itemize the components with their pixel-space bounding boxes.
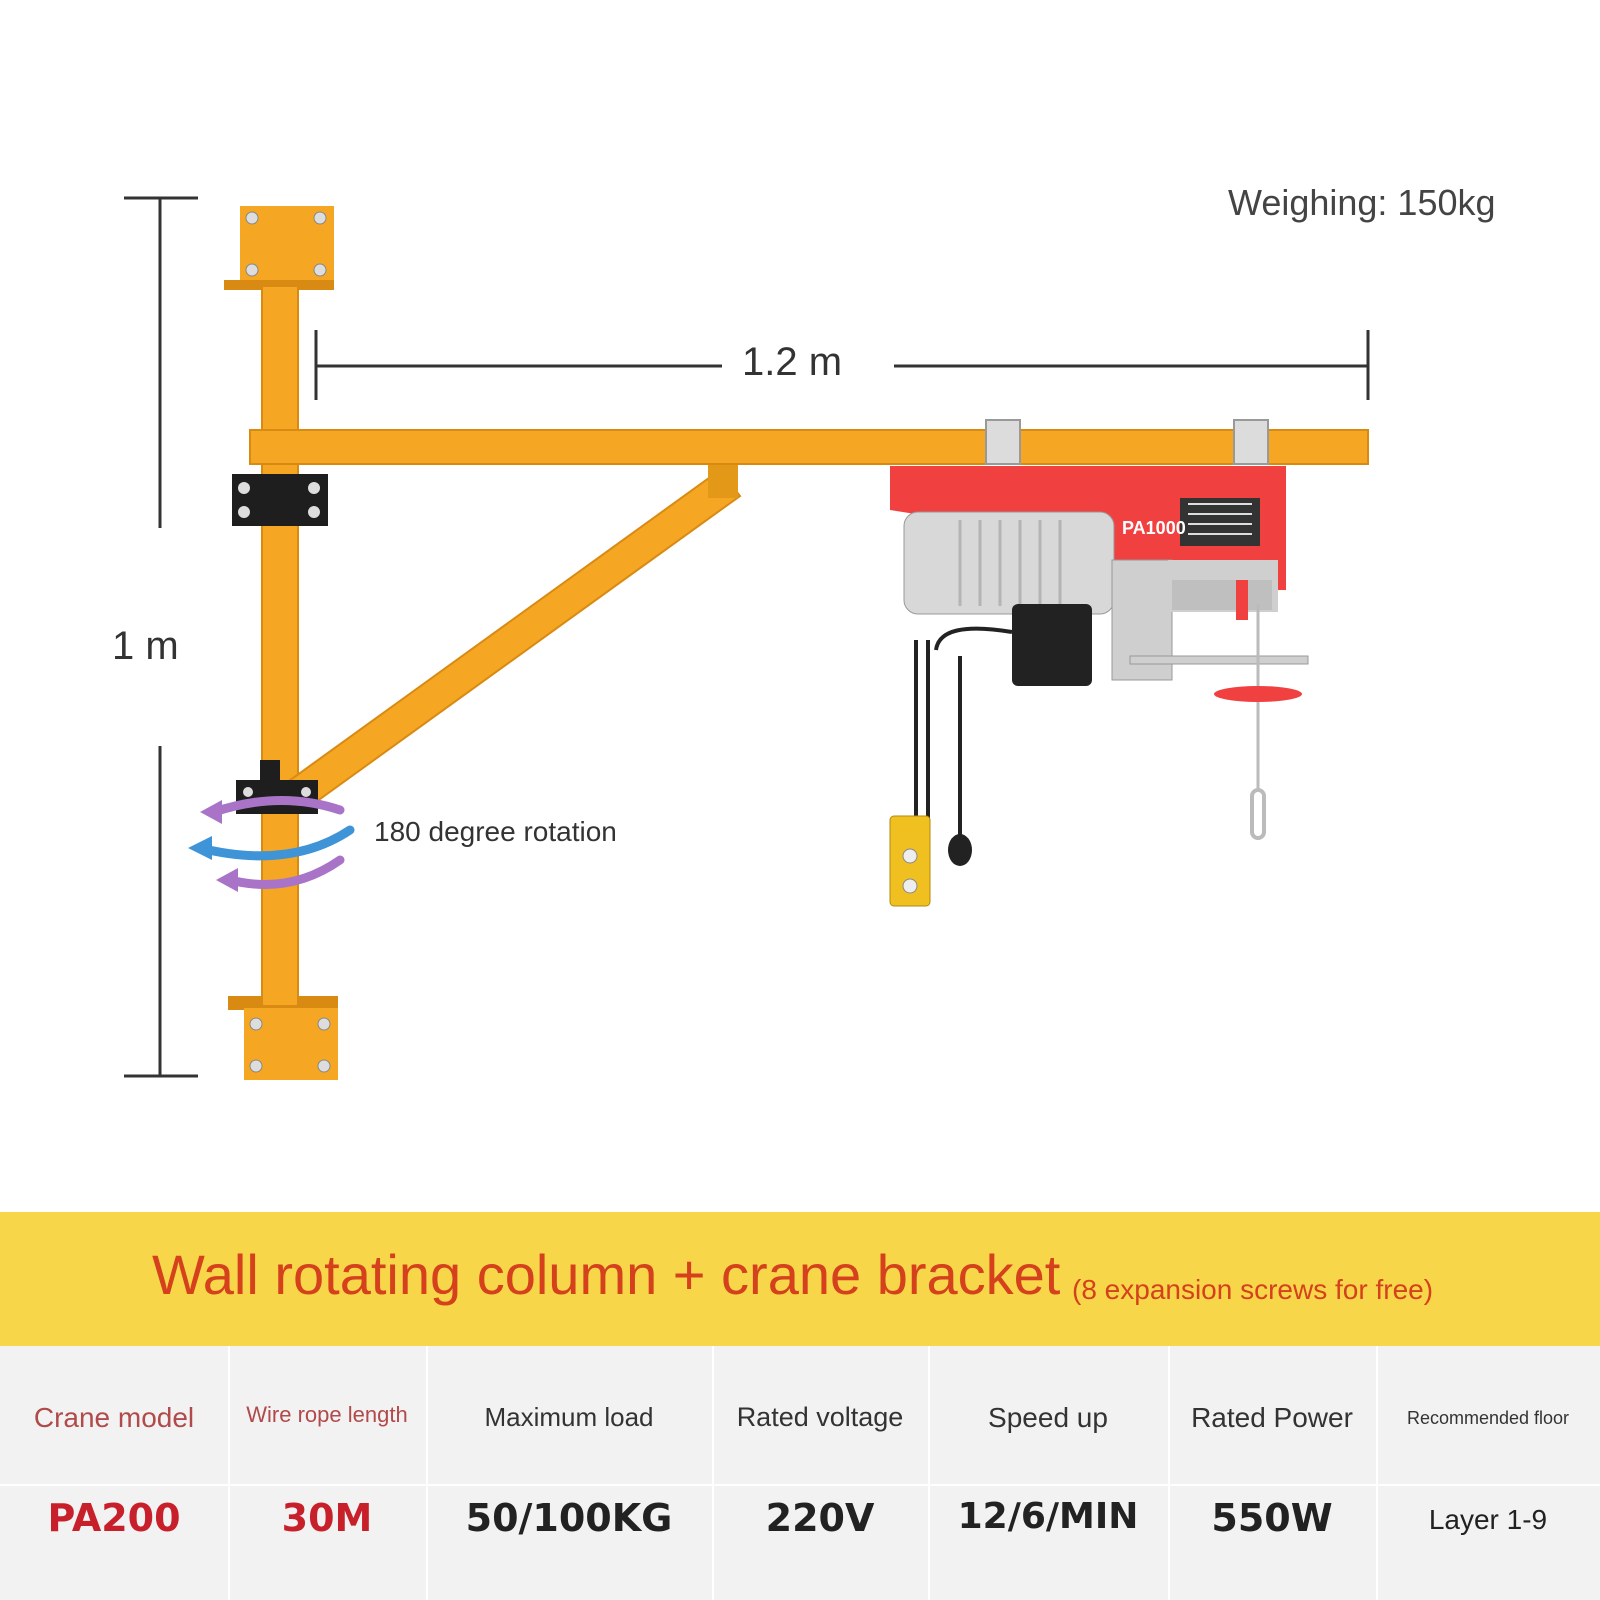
top-wall-plate [224, 206, 334, 290]
spec-header: Recommended floor [1406, 1408, 1570, 1428]
hoist-model-badge: PA1000 [1122, 518, 1186, 538]
vertical-column [261, 285, 299, 1007]
spec-value: 550W [1211, 1496, 1333, 1540]
spec-value: 50/100KG [465, 1496, 673, 1540]
spec-header: Maximum load [484, 1402, 654, 1432]
bottom-wall-plate [228, 996, 338, 1080]
banner-note: (8 expansion screws for free) [1072, 1274, 1434, 1305]
spec-column-speed-up: Speed up 12/6/MIN [928, 1346, 1170, 1600]
spec-row-divider [0, 1484, 1600, 1486]
spec-header: Wire rope length [246, 1402, 408, 1427]
spec-column-rated-voltage: Rated voltage 220V [712, 1346, 930, 1600]
width-dimension-line [314, 330, 1370, 400]
electric-hoist-icon [890, 466, 1309, 840]
spec-value: 220V [765, 1496, 875, 1540]
rotation-arrow-icon [188, 796, 355, 892]
spec-value: 30M [281, 1496, 373, 1540]
wall-crane-illustration: PA1000 [124, 196, 1370, 1080]
spec-value: 12/6/MIN [957, 1496, 1139, 1537]
trolley-clips [985, 419, 1269, 465]
height-dimension-label: 1 m [112, 624, 179, 668]
width-dimension-label: 1.2 m [742, 340, 843, 384]
spec-column-recommended-floor: Recommended floor Layer 1-9 [1376, 1346, 1600, 1600]
remote-pendant-icon [889, 626, 1013, 907]
diagonal-brace [280, 468, 742, 814]
horizontal-arm [249, 429, 1369, 465]
rotation-label: 180 degree rotation [374, 816, 617, 847]
height-dimension-lines [124, 196, 198, 1078]
spec-column-rated-power: Rated Power 550W [1168, 1346, 1378, 1600]
banner-title: Wall rotating column + crane bracket [152, 1243, 1061, 1306]
spec-column-wire-rope-length: Wire rope length 30M [228, 1346, 428, 1600]
spec-column-crane-model: Crane model PA200 [0, 1346, 230, 1600]
spec-value: Layer 1-9 [1428, 1504, 1548, 1535]
product-banner [0, 1212, 1600, 1346]
spec-header: Speed up [988, 1402, 1108, 1433]
spec-value: PA200 [47, 1496, 181, 1540]
spec-column-maximum-load: Maximum load 50/100KG [426, 1346, 714, 1600]
spec-header: Rated Power [1191, 1402, 1353, 1433]
spec-header: Rated voltage [736, 1402, 904, 1432]
weight-label: Weighing: 150kg [1228, 182, 1496, 223]
spec-table: Crane model PA200 Wire rope length 30M M… [0, 1346, 1600, 1600]
spec-header: Crane model [33, 1402, 195, 1433]
upper-hinge-bracket [232, 474, 328, 526]
